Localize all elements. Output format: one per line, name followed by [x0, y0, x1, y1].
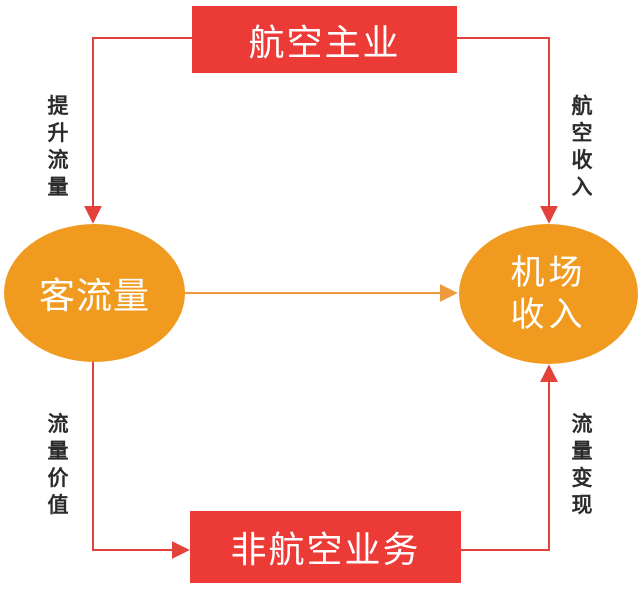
edge-label-traffic-value: 流量价值	[47, 411, 69, 517]
node-aviation-main-label: 航空主业	[248, 22, 401, 64]
node-airport-revenue: 机场 收入	[459, 224, 638, 364]
node-passenger-flow-label: 客流量	[38, 276, 150, 317]
node-airport-revenue-line2: 收入	[510, 295, 587, 335]
edge-traffic-monetize-line	[461, 364, 558, 551]
node-non-aviation-label: 非航空业务	[230, 530, 421, 571]
node-passenger-flow: 客流量	[4, 224, 185, 362]
edge-label-boost-traffic: 提升流量	[47, 93, 69, 199]
edge-aviation-revenue-line	[457, 37, 558, 224]
node-non-aviation: 非航空业务	[190, 511, 461, 583]
node-aviation-main: 航空主业	[192, 6, 457, 73]
edge-traffic-value-line	[92, 362, 190, 559]
node-airport-revenue-line1: 机场	[510, 253, 587, 293]
edge-label-aviation-revenue: 航空收入	[571, 93, 593, 199]
edge-label-traffic-monetize: 流量变现	[571, 411, 593, 517]
edge-boost-traffic-line	[84, 37, 192, 224]
